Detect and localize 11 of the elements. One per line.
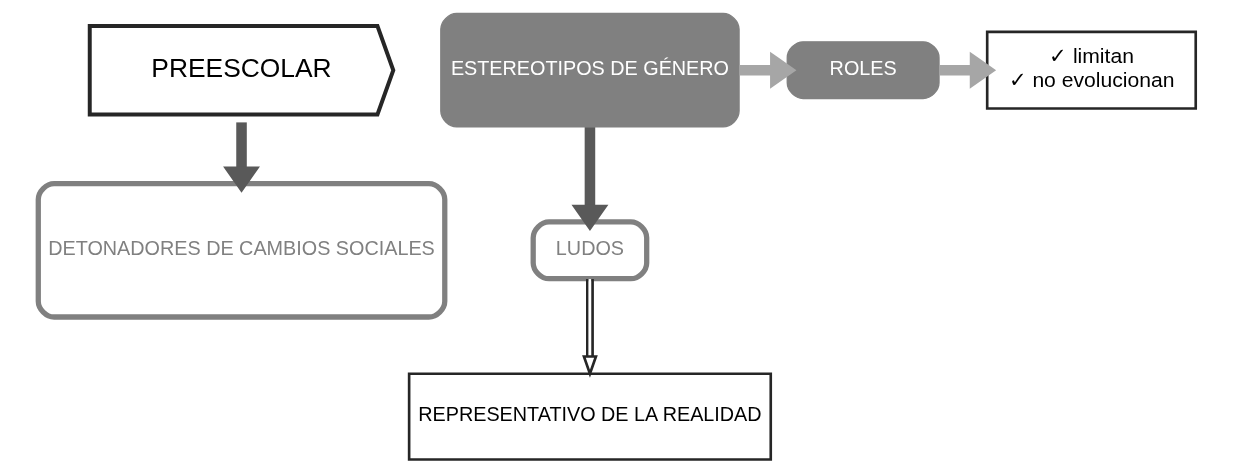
arrow	[582, 279, 598, 378]
arrow	[939, 51, 997, 89]
node-box: ESTEREOTIPOS DE GÉNERO	[440, 12, 740, 128]
arrow	[223, 122, 260, 193]
node-box: DETONADORES DE CAMBIOS SOCIALES	[35, 181, 448, 320]
arrow	[571, 127, 609, 232]
node-box: ROLES	[786, 41, 940, 100]
node-box: LUDOS	[530, 219, 650, 282]
arrow	[739, 51, 797, 89]
node-box: REPRESENTATIVO DE LA REALIDAD	[407, 372, 773, 461]
node-box: ✓ limitan ✓ no evolucionan	[985, 30, 1198, 110]
